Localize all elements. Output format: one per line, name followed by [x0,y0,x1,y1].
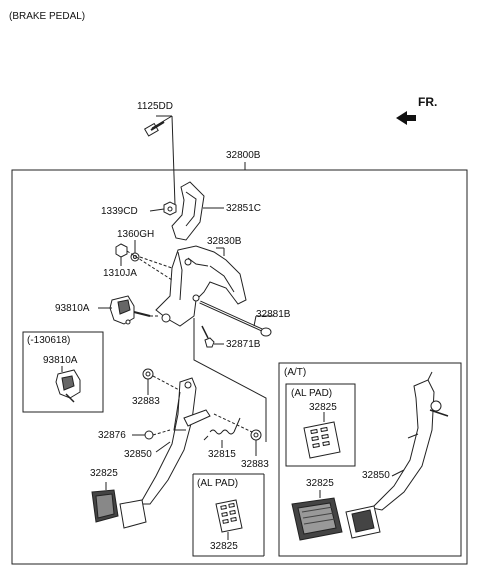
bushing-icon [142,368,154,380]
pedal-pad-icon [91,489,119,523]
alpad-box-bottom [192,474,264,557]
at-alpad-label: (AL PAD) [291,388,333,399]
bushing-icon [250,429,262,441]
diagram-title: (BRAKE PEDAL) [9,11,86,22]
assembly-frame [11,169,468,565]
nut-icon [115,243,128,258]
part-label-clip: 32876 [98,430,126,441]
return-spring-icon [203,417,241,441]
part-label-pin-shaft: 32881B [256,309,291,320]
part-label-bolt-32871: 32871B [226,339,261,350]
upper-bracket [171,181,205,241]
pedal-pad-icon [345,505,381,539]
at-box-label: (A/T) [284,367,307,378]
part-label-nut-1310: 1310JA [103,268,137,279]
part-label-pedal-pad: 32825 [90,468,118,479]
brake-pedal-arm [139,377,211,505]
stop-lamp-switch-icon [109,295,151,325]
assembly-label: 32800B [226,150,261,161]
brake-pedal-arm [370,371,449,511]
alpad-part-label: 32825 [210,541,238,552]
bolt-icon [201,325,215,348]
front-arrow-icon [396,111,416,125]
at-alpad-part-label: 32825 [309,402,337,413]
old-switch-box [22,331,104,413]
pedal-pad-icon [291,497,343,541]
part-label-nut-1360: 1360GH [117,229,155,240]
part-label-nut-1339: 1339CD [101,206,138,217]
pin-shaft [199,300,272,337]
part-label-stop-lamp-switch: 93810A [55,303,90,314]
part-label-bushing-left: 32883 [132,396,160,407]
front-direction-label: FR. [418,95,438,109]
part-label-brake-pedal: 32850 [124,449,152,460]
pedal-member-bracket [155,245,247,327]
pedal-plate [119,499,147,529]
part-label-member-bracket: 32830B [207,236,242,247]
part-label-bolt: 1125DD [137,101,173,112]
at-brake-pedal-label: 32850 [362,470,390,481]
at-box [278,362,462,557]
part-label-upper-bracket: 32851C [226,203,262,214]
old-switch-part-label: 93810A [43,355,78,366]
al-pad-icon [303,421,341,459]
at-pedal-pad-label: 32825 [306,478,334,489]
nut-icon [163,201,177,216]
part-label-spring: 32815 [208,449,236,460]
clip-icon [144,430,154,440]
stop-lamp-switch-icon [55,369,81,403]
old-switch-box-label: (-130618) [27,335,71,346]
al-pad-icon [215,499,243,533]
part-label-bushing-right: 32883 [241,459,269,470]
alpad-box-label: (AL PAD) [197,478,239,489]
bolt-icon [143,121,165,137]
